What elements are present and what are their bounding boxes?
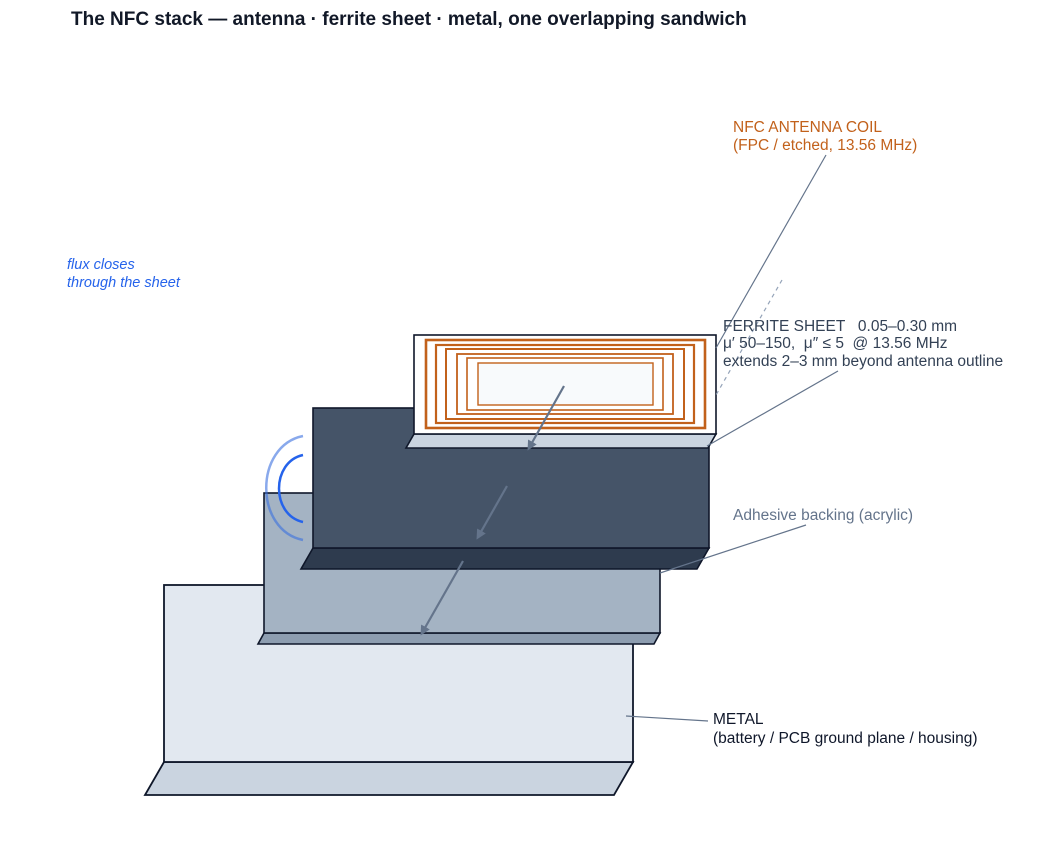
metal-label: METAL (battery / PCB ground plane / hous… <box>713 711 978 747</box>
leader-lines <box>625 154 839 722</box>
adhesive-layer-edge <box>256 632 662 645</box>
adhesive-leader <box>659 524 807 574</box>
metal-label-title: METAL <box>713 711 764 728</box>
ferrite-label-permeability: μ′ 50–150, μ″ ≤ 5 @ 13.56 MHz <box>723 335 948 352</box>
coil-turn <box>477 362 654 406</box>
flux-arcs <box>265 434 304 542</box>
antenna-layer-edge <box>404 433 718 449</box>
antenna-leader <box>715 154 827 349</box>
ferrite-overhang-leader <box>715 279 783 396</box>
ferrite-layer-edge <box>299 547 711 570</box>
coil-turn <box>456 353 674 415</box>
adhesive-label: Adhesive backing (acrylic) <box>733 507 913 524</box>
metal-leader <box>625 715 709 722</box>
flux-arc-outer <box>265 434 304 542</box>
antenna-label-detail: (FPC / etched, 13.56 MHz) <box>733 137 917 154</box>
adhesive-label-title: Adhesive backing (acrylic) <box>733 507 913 524</box>
stack-arrows <box>420 385 565 636</box>
metal-label-detail: (battery / PCB ground plane / housing) <box>713 730 978 747</box>
coil-turn <box>466 357 664 411</box>
coil-turn <box>445 348 685 420</box>
down-arrow <box>527 385 565 451</box>
ferrite-leader <box>706 370 839 447</box>
ferrite-label-title: FERRITE SHEET 0.05–0.30 mm <box>723 318 957 335</box>
antenna-layer <box>404 334 718 449</box>
down-arrow <box>476 485 508 540</box>
antenna-label: NFC ANTENNA COIL (FPC / etched, 13.56 MH… <box>733 119 917 154</box>
antenna-label-title: NFC ANTENNA COIL <box>733 119 882 136</box>
ferrite-label-overhang: extends 2–3 mm beyond antenna outline <box>723 353 1003 370</box>
antenna-coil <box>424 338 707 430</box>
flux-label: flux closes through the sheet <box>67 257 181 291</box>
coil-turn <box>434 343 696 425</box>
ferrite-label: FERRITE SHEET 0.05–0.30 mm μ′ 50–150, μ″… <box>723 318 1003 370</box>
flux-label-line1: flux closes <box>67 257 135 273</box>
flux-arc-inner <box>277 453 304 524</box>
coil-turn <box>424 338 707 430</box>
flux-label-line2: through the sheet <box>67 275 181 291</box>
diagram-title: The NFC stack — antenna · ferrite sheet … <box>71 9 747 30</box>
metal-layer-edge <box>143 761 635 796</box>
down-arrow <box>420 560 464 636</box>
